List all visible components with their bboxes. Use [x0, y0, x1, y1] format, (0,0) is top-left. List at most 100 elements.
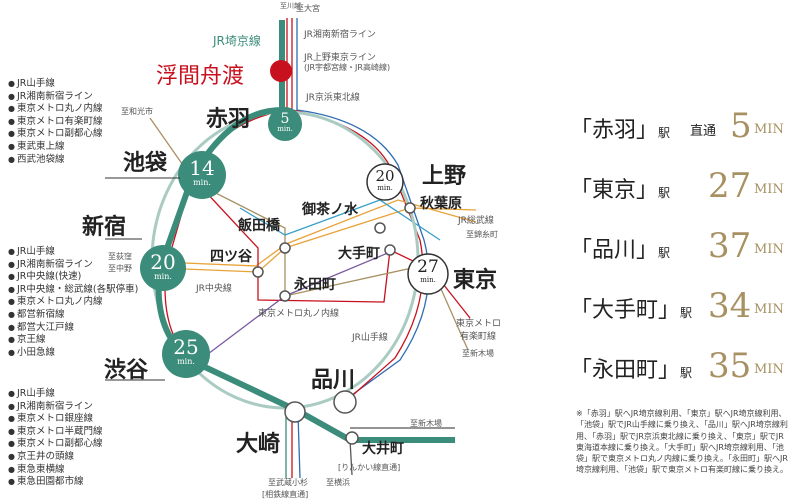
station-name: 大手町: [592, 298, 659, 323]
shibuya-line-list: JR山手線 JR湘南新宿ライン 東京メトロ銀座線 東京メトロ半蔵門線 東京メトロ…: [8, 388, 103, 489]
time-row-unit: MIN: [754, 182, 784, 197]
station-suffix: 駅: [680, 306, 693, 320]
ikebukuro-min-number: 14: [189, 156, 215, 180]
station-osaki: 大崎: [236, 431, 281, 457]
station-shinagawa: 品川: [311, 367, 356, 393]
shibuya-circle: [162, 330, 210, 378]
time-row-unit: MIN: [754, 302, 784, 317]
list-item: 京王線: [8, 334, 138, 347]
time-row-minutes: 5: [730, 106, 752, 146]
tozai-line: [239, 199, 441, 241]
station-name: 永田町: [592, 358, 659, 383]
shibuya-min-number: 25: [173, 335, 199, 359]
shinagawa-dot: [333, 390, 357, 414]
station-ikebukuro: 池袋: [123, 150, 168, 176]
station-suffix: 駅: [658, 126, 671, 140]
list-item: 西武池袋線: [8, 154, 103, 167]
open-bracket: 「: [570, 358, 593, 383]
station-akihabara: 秋葉原: [420, 196, 462, 212]
time-row: 「東京」駅 27 MIN: [570, 166, 785, 212]
time-row: 「品川」駅 37 MIN: [570, 226, 785, 272]
ueno-circle: [366, 163, 404, 201]
label-keihin: JR京浜東北線: [306, 93, 360, 103]
time-row-station: 「東京」駅: [570, 172, 670, 204]
list-item: JR山手線: [8, 246, 138, 259]
list-item: JR中央線・総武線(各駅停車): [8, 284, 138, 297]
ueno-min: 20 min.: [367, 168, 403, 192]
shibuya-min-unit: min.: [177, 357, 195, 366]
list-item: JR湘南新宿ライン: [8, 259, 138, 272]
ueno-min-unit: min.: [377, 184, 393, 192]
home-station-dot: [270, 60, 292, 82]
ikebukuro-min: 14 min.: [178, 158, 226, 187]
label-omiya: 至大宮: [296, 4, 320, 13]
time-row-unit: MIN: [754, 122, 784, 137]
list-item: 東京メトロ丸ノ内線: [8, 296, 138, 309]
akabane-circle: [268, 107, 302, 141]
label-ueno-tokyo-sub: (JR宇都宮線・JR高崎線): [304, 63, 391, 72]
time-row-minutes: 27: [708, 166, 752, 206]
label-shinkiba-1: 至新木場: [462, 349, 494, 358]
close-bracket: 」: [636, 238, 659, 263]
list-item: 東武東上線: [8, 141, 103, 154]
tokyo-min-number: 27: [417, 257, 439, 277]
list-item: 東急田園都市線: [8, 476, 103, 489]
label-shonan: JR湘南新宿ライン: [304, 30, 376, 40]
time-row-station: 「赤羽」駅: [570, 112, 670, 144]
shinjuku-min-unit: min.: [154, 272, 172, 281]
open-bracket: 「: [570, 298, 593, 323]
label-sobu: JR総武線: [458, 216, 494, 226]
time-row-minutes: 37: [708, 226, 752, 266]
station-suffix: 駅: [658, 186, 671, 200]
footnote: ※「赤羽」駅へJR埼京線利用、「東京」駅へJR埼京線利用、「池袋」駅でJR山手線…: [576, 409, 788, 475]
time-row-unit: MIN: [754, 362, 784, 377]
shinjuku-min-number: 20: [150, 250, 176, 274]
list-item: 都営大江戸線: [8, 322, 138, 335]
list-item: JR湘南新宿ライン: [8, 91, 103, 104]
label-musashikosugi: 至武蔵小杉: [268, 478, 308, 487]
station-yotsuya: 四ツ谷: [210, 249, 252, 265]
yotsuya-dot: [252, 266, 264, 278]
label-kinshicho: 至錦糸町: [466, 230, 498, 239]
shinjuku-min: 20 min.: [140, 252, 186, 281]
time-row-station: 「品川」駅: [570, 232, 670, 264]
station-otemachi: 大手町: [338, 246, 380, 262]
home-station-label: 浮間舟渡: [156, 64, 245, 89]
oimachi-dot: [345, 431, 359, 445]
akabane-min-number: 5: [280, 111, 290, 127]
tokyo-circle: [407, 253, 449, 295]
open-bracket: 「: [570, 178, 593, 203]
ikebukuro-min-unit: min.: [193, 178, 211, 187]
shibuya-min: 25 min.: [162, 337, 210, 366]
station-tokyo: 東京: [453, 267, 498, 293]
station-nagatacho: 永田町: [294, 277, 336, 293]
label-yurakucho-b: 有楽町線: [460, 332, 497, 342]
list-item: 小田急線: [8, 347, 138, 360]
station-shibuya: 渋谷: [104, 357, 149, 383]
time-row-station: 「大手町」駅: [570, 292, 692, 324]
station-ueno: 上野: [422, 163, 467, 189]
label-yurakucho-a: 東京メトロ: [456, 319, 502, 329]
tokyo-min-unit: min.: [420, 276, 436, 284]
list-item: 東京メトロ銀座線: [8, 413, 103, 426]
label-chuo: JR中央線: [196, 284, 232, 294]
ochanomizu-dot: [374, 222, 386, 234]
label-saikyo: JR埼京線: [213, 34, 261, 48]
station-suffix: 駅: [680, 366, 693, 380]
time-row-minutes: 34: [708, 286, 752, 326]
close-bracket: 」: [658, 358, 681, 383]
list-item: 東急東横線: [8, 464, 103, 477]
station-akabane: 赤羽: [206, 106, 251, 132]
label-yokohama: 至横浜: [326, 478, 350, 487]
osaki-dot: [284, 401, 306, 423]
time-row: 「永田町」駅 35 MIN: [570, 346, 785, 392]
time-row-minutes: 35: [708, 346, 752, 386]
station-name: 東京: [592, 178, 637, 203]
ueno-min-number: 20: [375, 167, 395, 185]
close-bracket: 」: [636, 118, 659, 143]
label-wakomachi: 至和光市: [121, 107, 153, 116]
label-sotetsu: [相鉄線直通]: [262, 490, 309, 499]
list-item: 京王井の頭線: [8, 451, 103, 464]
list-item: 東京メトロ副都心線: [8, 438, 103, 451]
